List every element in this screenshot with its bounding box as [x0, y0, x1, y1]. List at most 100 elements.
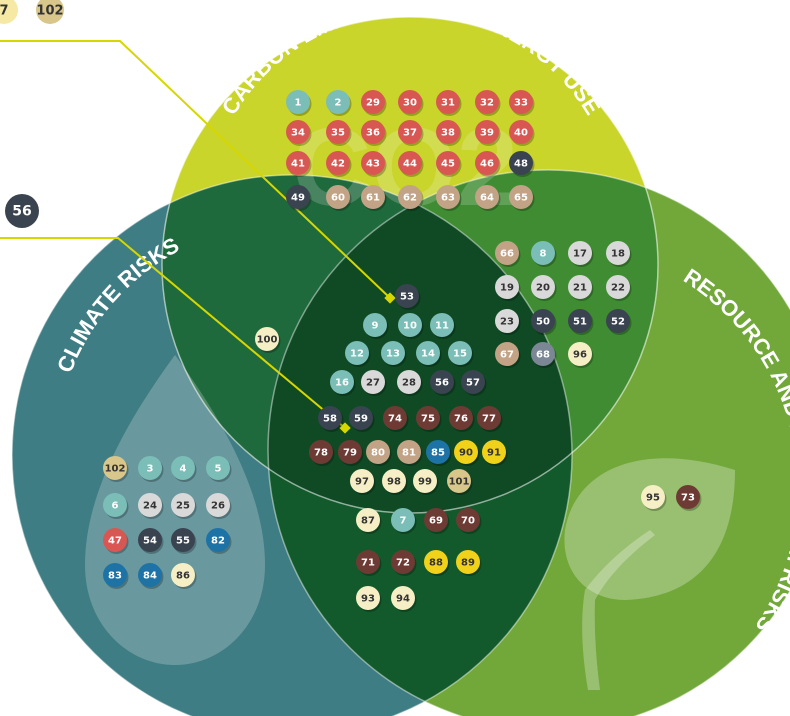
- marker-label: 16: [335, 378, 349, 389]
- marker-9: 9: [363, 313, 389, 339]
- marker-label: 38: [441, 128, 455, 139]
- marker-label: 5: [215, 464, 222, 475]
- marker-label: 35: [331, 128, 345, 139]
- marker-54: 54: [138, 528, 164, 554]
- marker-86: 86: [171, 563, 197, 589]
- marker-label: 12: [350, 349, 364, 360]
- marker-78: 78: [309, 440, 335, 466]
- marker-15: 15: [448, 341, 474, 367]
- marker-label: 91: [487, 448, 501, 459]
- marker-84: 84: [138, 563, 164, 589]
- marker-label: 69: [429, 516, 443, 527]
- marker-73: 73: [676, 485, 702, 511]
- marker-38: 38: [436, 120, 462, 146]
- marker-label: 89: [461, 558, 475, 569]
- marker-label: 47: [108, 536, 122, 547]
- marker-label: 31: [441, 98, 455, 109]
- marker-94: 94: [391, 586, 417, 612]
- marker-30: 30: [398, 90, 424, 116]
- marker-98: 98: [382, 469, 408, 495]
- marker-label: 25: [176, 501, 190, 512]
- marker-64: 64: [475, 185, 501, 211]
- marker-label: 58: [323, 414, 337, 425]
- marker-label: 51: [573, 317, 587, 328]
- callout-7: 7: [0, 0, 18, 24]
- marker-83: 83: [103, 563, 129, 589]
- marker-18: 18: [606, 241, 632, 267]
- marker-label: 52: [611, 317, 625, 328]
- marker-label: 100: [257, 335, 278, 346]
- marker-2: 2: [326, 90, 352, 116]
- marker-44: 44: [398, 151, 424, 177]
- marker-37: 37: [398, 120, 424, 146]
- marker-75: 75: [416, 406, 442, 432]
- marker-65: 65: [509, 185, 535, 211]
- marker-91: 91: [482, 440, 508, 466]
- marker-19: 19: [495, 275, 521, 301]
- marker-label: 102: [105, 464, 126, 475]
- marker-72: 72: [391, 550, 417, 576]
- marker-23: 23: [495, 309, 521, 335]
- marker-95: 95: [641, 485, 667, 511]
- marker-label: 55: [176, 536, 190, 547]
- marker-label: 8: [540, 249, 547, 260]
- marker-48: 48: [509, 151, 535, 177]
- marker-33: 33: [509, 90, 535, 116]
- marker-41: 41: [286, 151, 312, 177]
- marker-label: 40: [514, 128, 528, 139]
- marker-67: 67: [495, 342, 521, 368]
- callout-label: 102: [36, 4, 63, 19]
- marker-label: 41: [291, 159, 305, 170]
- marker-label: 70: [461, 516, 475, 527]
- marker-label: 90: [459, 448, 473, 459]
- marker-label: 23: [500, 317, 514, 328]
- marker-17: 17: [568, 241, 594, 267]
- marker-label: 19: [500, 283, 514, 294]
- marker-3: 3: [138, 456, 164, 482]
- marker-52: 52: [606, 309, 632, 335]
- marker-label: 77: [482, 414, 496, 425]
- marker-label: 84: [143, 571, 157, 582]
- marker-90: 90: [454, 440, 480, 466]
- marker-40: 40: [509, 120, 535, 146]
- marker-63: 63: [436, 185, 462, 211]
- marker-label: 13: [386, 349, 400, 360]
- marker-label: 46: [480, 159, 494, 170]
- connector-line-56: [0, 237, 346, 429]
- marker-59: 59: [349, 406, 375, 432]
- marker-label: 57: [466, 378, 480, 389]
- marker-label: 67: [500, 350, 514, 361]
- marker-label: 43: [366, 159, 380, 170]
- marker-46: 46: [475, 151, 501, 177]
- marker-4: 4: [171, 456, 197, 482]
- marker-32: 32: [475, 90, 501, 116]
- marker-70: 70: [456, 508, 482, 534]
- marker-label: 9: [372, 321, 379, 332]
- marker-label: 87: [361, 516, 375, 527]
- marker-label: 79: [343, 448, 357, 459]
- marker-label: 20: [536, 283, 550, 294]
- callout-label: 7: [0, 4, 9, 19]
- marker-label: 66: [500, 249, 514, 260]
- marker-label: 1: [295, 98, 302, 109]
- marker-label: 50: [536, 317, 550, 328]
- marker-label: 14: [421, 349, 435, 360]
- overlap-all-three: [268, 175, 572, 513]
- marker-label: 24: [143, 501, 157, 512]
- marker-label: 59: [354, 414, 368, 425]
- marker-79: 79: [338, 440, 364, 466]
- marker-8: 8: [531, 241, 557, 267]
- marker-label: 10: [403, 321, 417, 332]
- marker-21: 21: [568, 275, 594, 301]
- marker-60: 60: [326, 185, 352, 211]
- marker-label: 34: [291, 128, 305, 139]
- marker-label: 63: [441, 193, 455, 204]
- marker-96: 96: [568, 342, 594, 368]
- marker-27: 27: [361, 370, 387, 396]
- marker-82: 82: [206, 528, 232, 554]
- marker-label: 32: [480, 98, 494, 109]
- marker-57: 57: [461, 370, 487, 396]
- marker-label: 6: [112, 501, 119, 512]
